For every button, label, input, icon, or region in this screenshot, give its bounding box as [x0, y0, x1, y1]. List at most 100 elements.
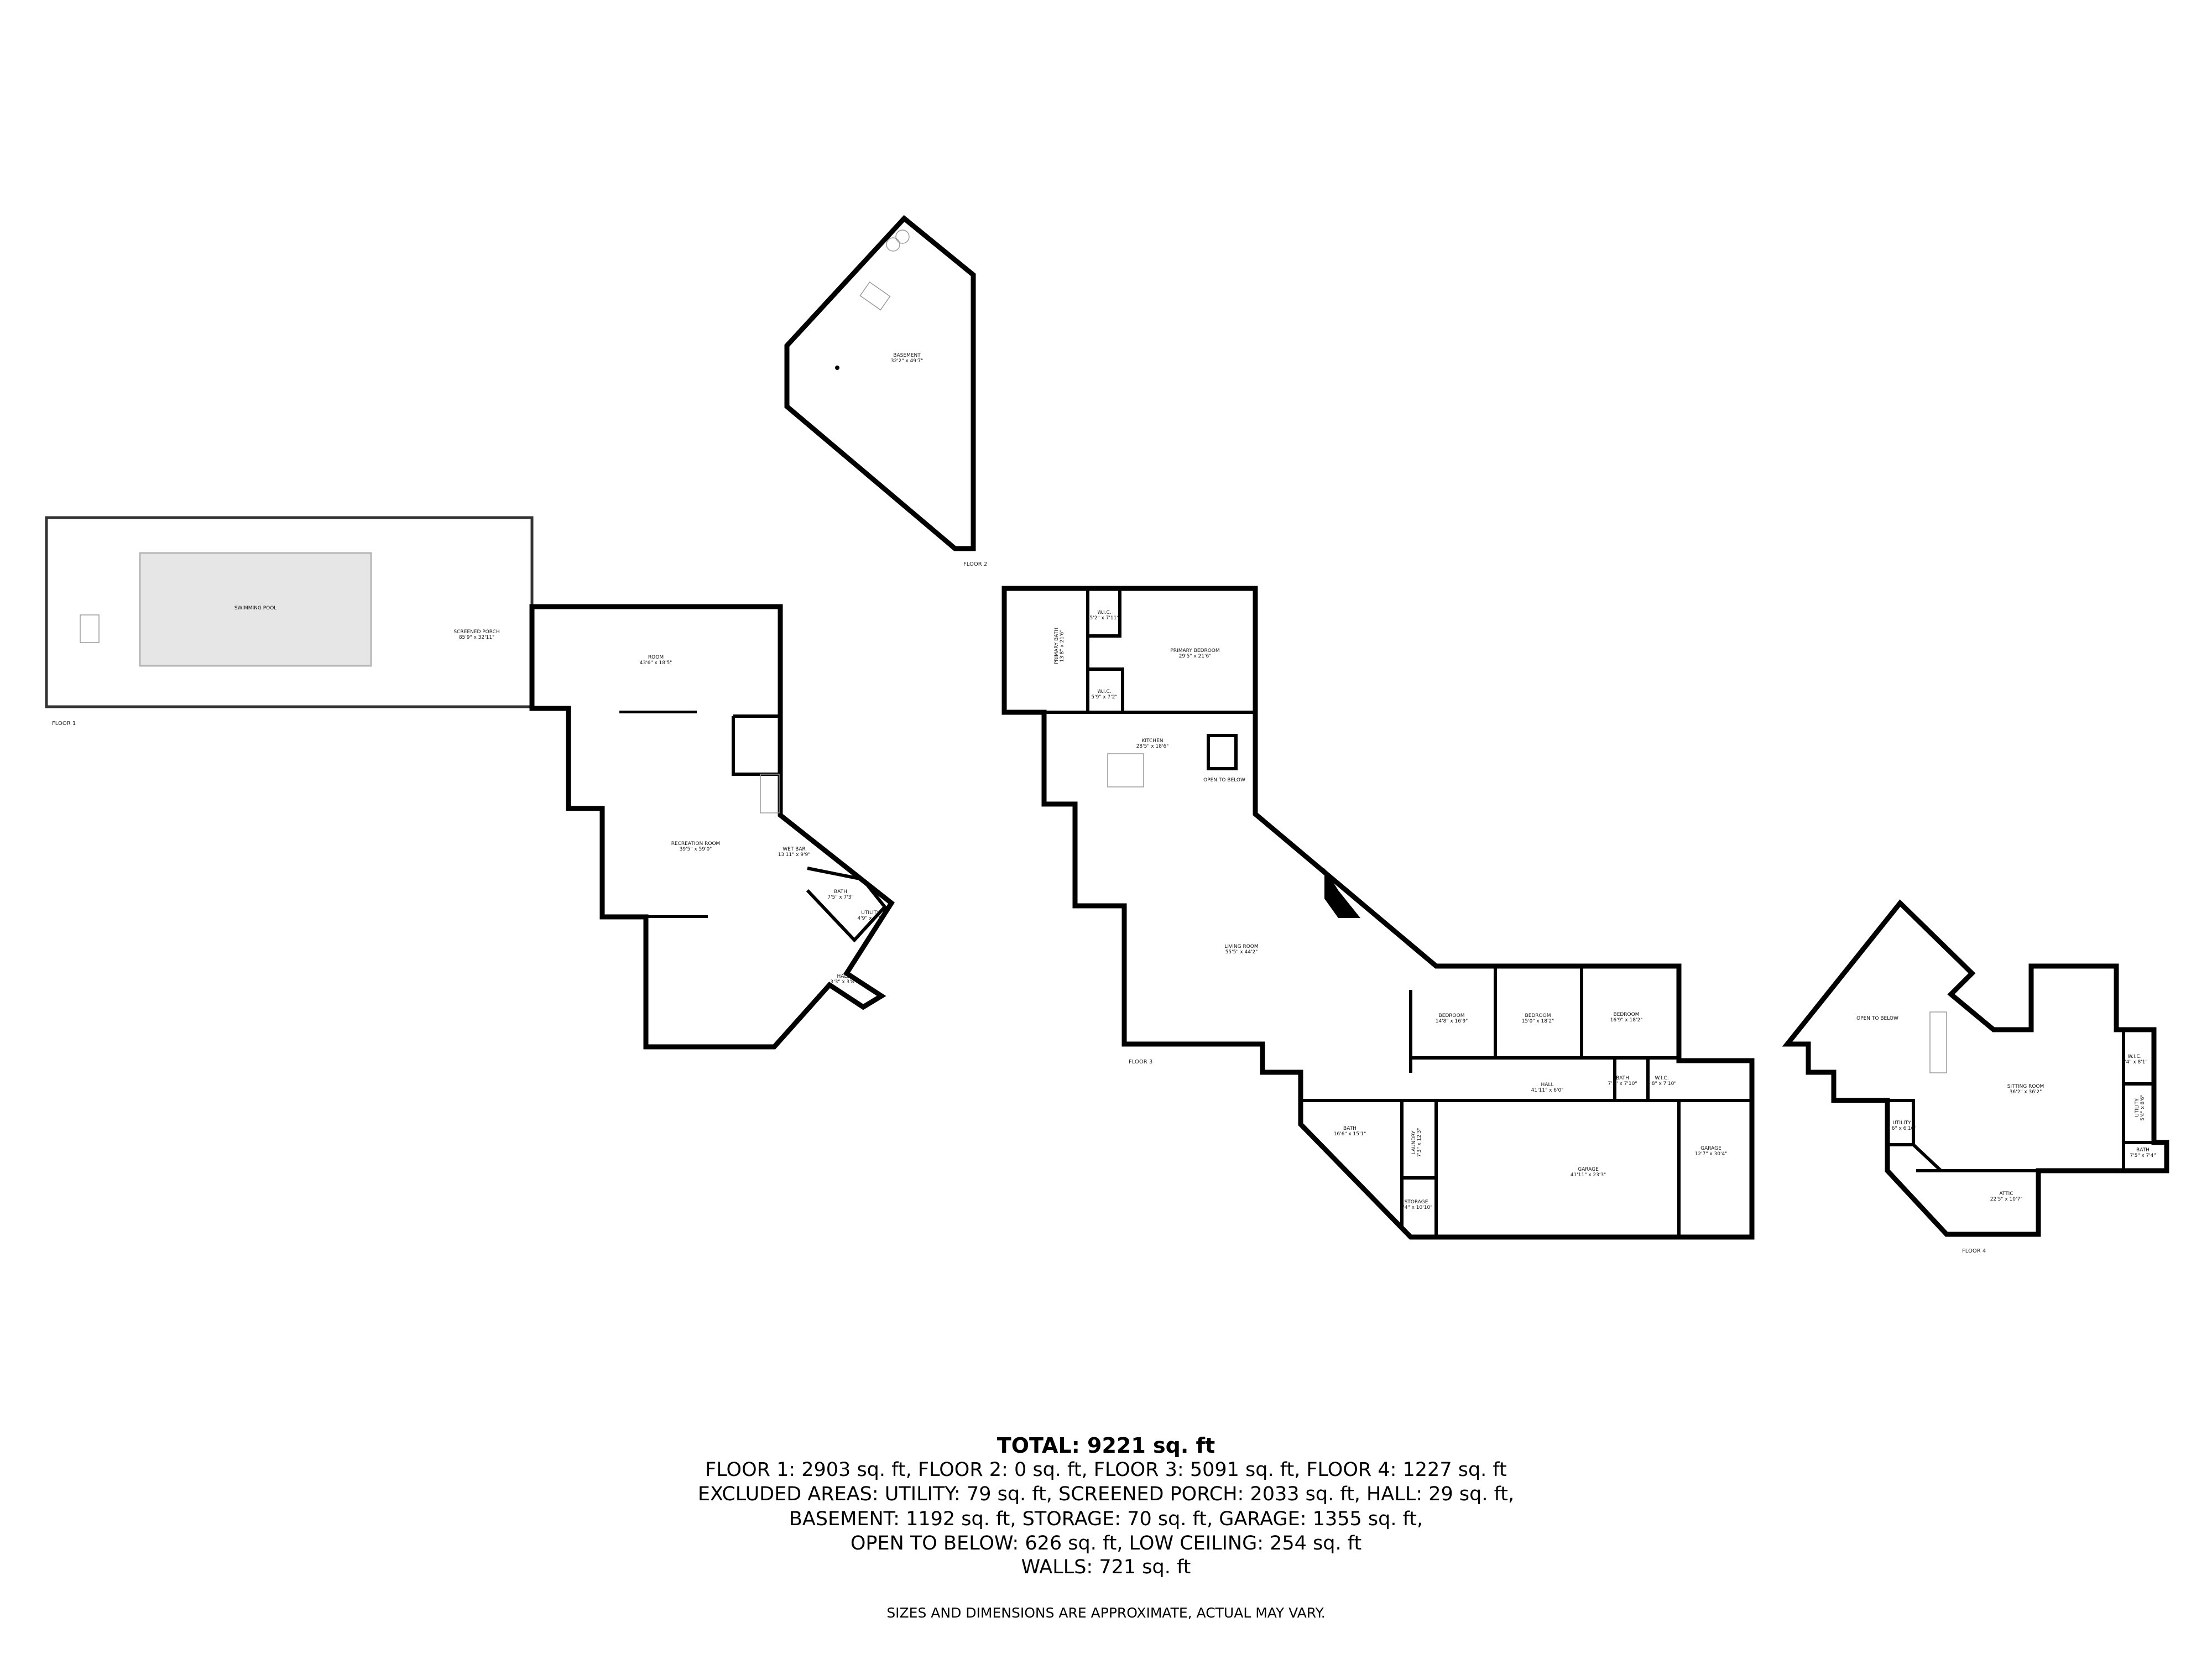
area-summary-line: BASEMENT: 1192 sq. ft, STORAGE: 70 sq. f…: [789, 1508, 1423, 1530]
room-dimensions: 55'5" x 44'2": [1225, 950, 1258, 955]
fireplace: [1324, 868, 1360, 918]
room-name: GARAGE: [1578, 1167, 1599, 1172]
room-name: OPEN TO BELOW: [1203, 778, 1245, 783]
room-dimensions: 5'9" x 7'2": [1091, 695, 1117, 700]
pool-steps: [80, 614, 100, 643]
room-dimensions: 29'5" x 21'6": [1179, 654, 1212, 659]
room-dimensions: 32'2" x 49'7": [891, 358, 924, 364]
room-name: SCREENED PORCH: [453, 629, 499, 635]
floor-3-walls: [1001, 586, 1755, 1240]
room-name: SITTING ROOM: [2007, 1084, 2044, 1089]
basement-walls: [784, 215, 976, 551]
elevator-wall: [732, 714, 782, 776]
room-name: BEDROOM: [1614, 1012, 1640, 1018]
room-dimensions: 85'9" x 32'11": [459, 635, 494, 640]
room-name: UTILITY: [2135, 1098, 2140, 1117]
area-summary-line: FLOOR 1: 2903 sq. ft, FLOOR 2: 0 sq. ft,…: [705, 1459, 1507, 1481]
room-name: PRIMARY BATH: [1054, 628, 1060, 664]
floor-1: [45, 516, 895, 1050]
room-name: BATH: [1343, 1126, 1357, 1131]
room-dimensions: 14'8" x 16'9": [1436, 1019, 1468, 1024]
area-summary-line: EXCLUDED AREAS: UTILITY: 79 sq. ft, SCRE…: [697, 1483, 1515, 1505]
floor-4: [1782, 899, 2169, 1237]
room-dimensions: 5'4" x 8'1": [2121, 1060, 2147, 1065]
room-name: PRIMARY BEDROOM: [1170, 648, 1219, 654]
room-label: W.I.C.5'4" x 8'1": [2121, 1054, 2147, 1065]
water-heater-icon: [886, 237, 900, 252]
room-dimensions: 13'8" x 21'6": [1060, 630, 1065, 662]
elevator: [1207, 734, 1238, 770]
room-dimensions: 16'6" x 15'1": [1334, 1131, 1366, 1137]
room-label: W.I.C.5'9" x 7'2": [1091, 689, 1117, 700]
room-dimensions: 16'9" x 18'2": [1610, 1018, 1643, 1023]
attic-diag-wall: [1912, 1143, 1943, 1172]
room-dimensions: 22'5" x 10'7": [1990, 1197, 2023, 1202]
floor-label: FLOOR 3: [1129, 1059, 1152, 1065]
room-name: SWIMMING POOL: [234, 606, 277, 611]
room-name: LIVING ROOM: [1224, 944, 1258, 950]
room-dimensions: 41'11" x 6'0": [1531, 1088, 1564, 1093]
room-dimensions: 7'5" x 7'3": [827, 895, 853, 900]
room-dimensions: 41'11" x 23'3": [1571, 1172, 1606, 1178]
room-name: KITCHEN: [1142, 738, 1164, 744]
room-name: LAUNDRY: [1411, 1130, 1417, 1154]
room-label: W.I.C.5'8" x 7'10": [1647, 1076, 1677, 1087]
swimming-pool: [139, 552, 372, 667]
area-summary-line: OPEN TO BELOW: 626 sq. ft, LOW CEILING: …: [850, 1532, 1362, 1554]
room-name: UTILITY: [861, 910, 880, 916]
room-name: HALL: [1541, 1082, 1554, 1088]
room-dimensions: 5'8" x 7'10": [1647, 1081, 1677, 1087]
room-name: GARAGE: [1700, 1146, 1721, 1151]
column-row: [619, 711, 697, 713]
stairs: [1929, 1011, 1947, 1073]
room-dimensions: 36'2" x 36'2": [2010, 1089, 2042, 1095]
room-name: W.I.C.: [1655, 1076, 1668, 1081]
room-label: SWIMMING POOL: [234, 606, 277, 611]
room-label: W.I.C.5'2" x 7'11": [1090, 610, 1119, 621]
wic-wall: [1088, 667, 1124, 712]
room-name: WET BAR: [782, 847, 806, 852]
room-name: HALL: [837, 974, 850, 979]
room-label: OPEN TO BELOW: [1203, 778, 1245, 783]
post: [835, 366, 839, 370]
room-dimensions: 7'5" x 7'10": [1608, 1081, 1637, 1087]
wic-wall: [1088, 588, 1121, 638]
room-name: W.I.C.: [2127, 1054, 2141, 1060]
room-name: ATTIC: [1999, 1191, 2013, 1197]
room-name: BATH: [1616, 1076, 1629, 1081]
room-dimensions: 7'3" x 12'3": [1417, 1128, 1422, 1157]
room-name: RECREATION ROOM: [671, 841, 721, 847]
room-name: STORAGE: [1405, 1199, 1428, 1205]
room-dimensions: 5'4" x 8'6": [2140, 1094, 2146, 1120]
room-dimensions: 3'3" x 3'8": [830, 979, 856, 985]
room-name: BATH: [2136, 1147, 2150, 1153]
floor-label: FLOOR 2: [963, 561, 987, 567]
room-name: BEDROOM: [1439, 1013, 1465, 1019]
area-summary-line: WALLS: 721 sq. ft: [1021, 1556, 1191, 1578]
room-label: OPEN TO BELOW: [1856, 1016, 1898, 1021]
floor-1-walls: [529, 604, 895, 1050]
room-dimensions: 4'6" x 6'10": [1887, 1126, 1917, 1131]
room-dimensions: 7'5" x 7'4": [2130, 1153, 2156, 1159]
